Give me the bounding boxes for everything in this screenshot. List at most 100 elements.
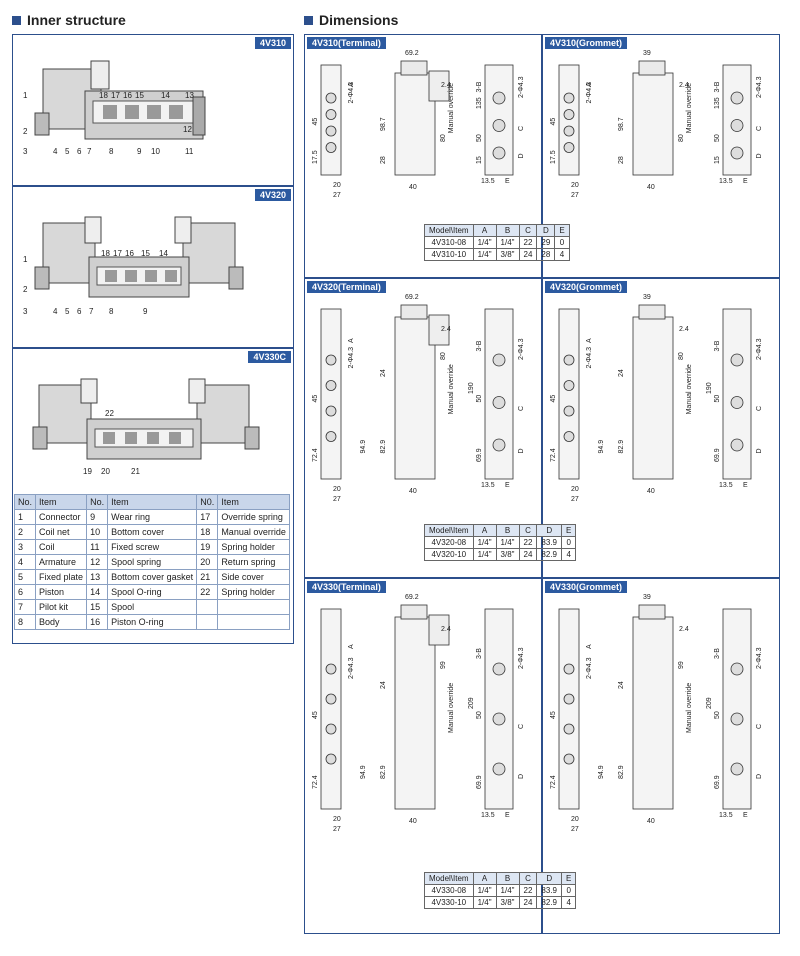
dimension-label: 2.4 [679,626,689,633]
dimension-label: 13.5 [481,482,495,489]
callout-number: 6 [77,147,82,156]
parts-cell: Armature [35,554,88,570]
callout-number: 7 [87,147,92,156]
dimension-label: 2-Φ4.3 [756,647,763,669]
callout-number: 11 [185,147,194,156]
model-table-cell: 3/8" [495,248,520,261]
dimension-label: 2.4 [441,82,451,89]
dimension-label: 20 [333,486,341,493]
parts-cell: Fixed plate [35,569,88,585]
dimension-label: D [756,153,763,158]
parts-header-cell: Item [217,494,290,510]
dimension-label: 190 [468,382,475,394]
tag-4v320: 4V320 [254,189,291,201]
model-table-cell: 1/4" [472,248,497,261]
dimension-label: 45 [550,118,557,126]
parts-cell: Override spring [217,509,290,525]
callout-number: 15 [135,91,144,100]
parts-cell: Fixed screw [107,539,198,555]
model-table-cell: 24 [518,896,538,909]
dimension-label: A [348,644,355,649]
dimension-label: C [756,406,763,411]
dimension-label: 45 [312,711,319,719]
callout-number: 9 [137,147,142,156]
dimension-label: E [743,482,748,489]
parts-header-cell: No. [86,494,109,510]
dimension-label: 2-Φ4.3 [518,647,525,669]
dimension-label: 3-B [476,81,483,92]
dimension-label: 45 [312,395,319,403]
callout-number: 18 [101,249,110,258]
dimension-label: 2-Φ4.3 [586,82,593,104]
dimension-label: C [518,724,525,729]
dimension-label: Manual override [686,683,693,733]
dimension-label: 3-B [714,648,721,659]
dimension-label: 27 [571,496,579,503]
callout-number: 1 [23,255,28,264]
dimension-label: 2.4 [679,82,689,89]
dimension-label: 94.9 [598,440,605,454]
dimension-label: 99 [440,661,447,669]
dimension-label: 40 [647,184,655,191]
dimension-label: 82.9 [618,765,625,779]
parts-cell: Piston O-ring [107,614,198,630]
callout-number: 22 [105,409,114,418]
model-table-header: E [560,524,577,537]
dimension-label: A [586,82,593,87]
dimension-label: 80 [440,352,447,360]
dimension-label: 135 [714,97,721,109]
model-table-cell: 0 [560,884,577,897]
dimension-label: 15 [714,156,721,164]
dimension-label: 24 [618,681,625,689]
parts-cell: 10 [86,524,109,540]
callout-number: 10 [151,147,160,156]
dimension-label: 94.9 [360,440,367,454]
dimension-label: 3-B [476,340,483,351]
model-table-header: E [560,872,577,885]
dimension-label: 2.4 [441,326,451,333]
parts-cell: 16 [86,614,109,630]
tag-4v330c: 4V330C [248,351,291,363]
model-table-header: Model\Item [424,872,474,885]
parts-cell: 19 [196,539,219,555]
parts-cell: Wear ring [107,509,198,525]
dimension-label: 20 [333,816,341,823]
dimension-label: 20 [333,182,341,189]
model-table-cell: 4 [554,248,570,261]
dimension-label: 82.9 [380,765,387,779]
dimension-label: 69.2 [405,294,419,301]
model-table-cell: 29 [536,236,556,249]
dimension-label: 13.5 [719,812,733,819]
model-table-cell: 83.9 [536,536,562,549]
callout-number: 12 [183,125,192,134]
inner-structure-title: Inner structure [27,12,126,28]
callout-number: 3 [23,147,28,156]
parts-cell: 18 [196,524,219,540]
callout-number: 17 [113,249,122,258]
callout-number: 9 [143,307,148,316]
dimension-label: 2-Φ4.3 [756,76,763,98]
dimension-label: 80 [440,134,447,142]
parts-cell [196,599,219,615]
dimension-label: 27 [333,826,341,833]
dimension-label: 39 [643,594,651,601]
dimension-panel-tag: 4V310(Terminal) [307,37,386,49]
dimension-label: 98.7 [618,117,625,131]
parts-cell: Piston [35,584,88,600]
dimension-label: 69.9 [476,775,483,789]
dimension-label: C [756,724,763,729]
dimension-label: 82.9 [618,440,625,454]
parts-cell: 2 [13,524,37,540]
parts-cell: 14 [86,584,109,600]
dimension-label: 2-Φ4.3 [586,347,593,369]
parts-cell: Spring holder [217,584,290,600]
